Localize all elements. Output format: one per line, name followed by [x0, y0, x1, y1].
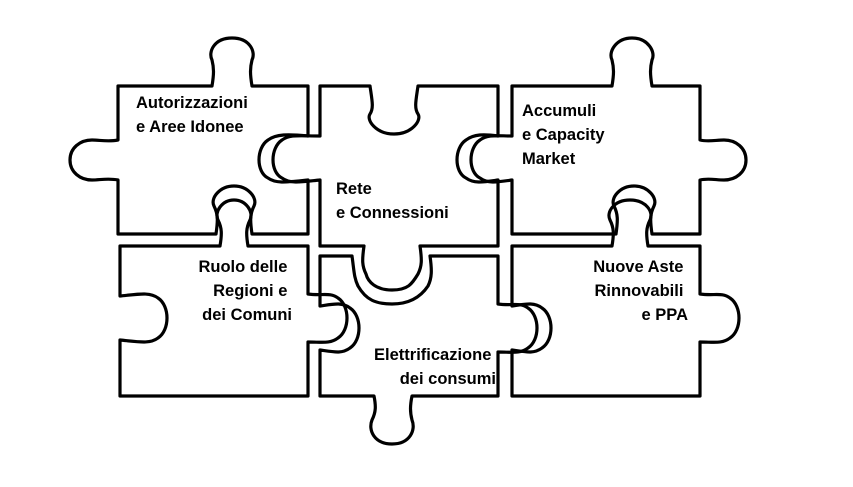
- piece-label-elettrificazione-line-2: dei consumi: [400, 370, 496, 388]
- piece-label-rete-line-1: Rete: [336, 180, 372, 198]
- piece-label-ruolo-line-3: dei Comuni: [202, 306, 292, 324]
- piece-label-accumuli-line-2: e Capacity: [522, 126, 605, 144]
- piece-label-nuove-aste: Nuove Aste Rinnovabili e PPA: [593, 258, 688, 324]
- piece-label-accumuli-line-1: Accumuli: [522, 102, 596, 120]
- piece-label-autorizzazioni: Autorizzazioni e Aree Idonee: [136, 94, 252, 136]
- piece-label-autorizzazioni-line-1: Autorizzazioni: [136, 94, 248, 112]
- piece-elettrificazione: Elettrificazione dei consumi: [318, 254, 539, 446]
- piece-label-rete: Rete e Connessioni: [336, 180, 449, 222]
- piece-label-accumuli-line-3: Market: [522, 150, 576, 168]
- piece-label-elettrificazione: Elettrificazione dei consumi: [374, 346, 496, 388]
- piece-label-nuove-aste-line-1: Nuove Aste: [593, 258, 683, 276]
- piece-autorizzazioni: Autorizzazioni e Aree Idonee: [68, 36, 310, 236]
- piece-label-nuove-aste-line-3: e PPA: [642, 306, 689, 324]
- piece-label-elettrificazione-line-1: Elettrificazione: [374, 346, 491, 364]
- piece-label-ruolo: Ruolo delle Regioni e dei Comuni: [198, 258, 292, 324]
- piece-rete: Rete e Connessioni: [271, 84, 500, 292]
- piece-accumuli: Accumuli e Capacity Market: [469, 36, 748, 236]
- piece-label-ruolo-line-2: Regioni e: [213, 282, 287, 300]
- piece-label-nuove-aste-line-2: Rinnovabili: [594, 282, 683, 300]
- piece-ruolo: Ruolo delle Regioni e dei Comuni: [118, 198, 349, 398]
- piece-label-accumuli: Accumuli e Capacity Market: [522, 102, 609, 168]
- piece-label-ruolo-line-1: Ruolo delle: [198, 258, 287, 276]
- piece-label-rete-line-2: e Connessioni: [336, 204, 449, 222]
- piece-label-autorizzazioni-line-2: e Aree Idonee: [136, 118, 244, 136]
- piece-nuove-aste: Nuove Aste Rinnovabili e PPA: [510, 198, 741, 398]
